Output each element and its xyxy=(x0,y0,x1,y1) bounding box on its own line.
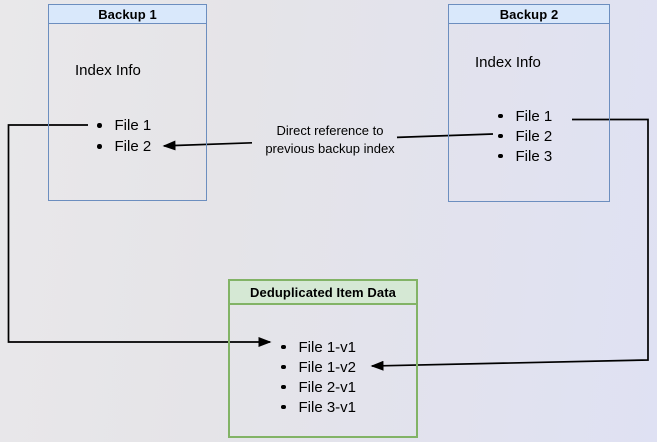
list-item: File 1-v2 xyxy=(281,357,356,377)
edge-label-direct-reference: Direct reference to previous backup inde… xyxy=(245,122,415,158)
file-label: File 1-v2 xyxy=(298,358,357,376)
list-item: File 2 xyxy=(498,126,552,146)
list-item: File 3-v1 xyxy=(281,397,356,417)
list-item: File 1-v1 xyxy=(281,337,356,357)
file-label: File 2 xyxy=(114,138,152,155)
bullet-icon xyxy=(97,123,102,128)
backup2-node: Backup 2 Index Info File 1 File 2 File 3 xyxy=(448,4,610,202)
dedup-file-list: File 1-v1 File 1-v2 File 2-v1 File 3-v1 xyxy=(281,337,356,417)
list-item: File 1 xyxy=(498,106,552,126)
edge-label-line2: previous backup index xyxy=(265,141,395,156)
bullet-icon xyxy=(97,144,102,149)
backup1-file-list: File 1 File 2 xyxy=(97,115,151,157)
file-label: File 1 xyxy=(114,117,152,134)
backup1-title: Backup 1 xyxy=(49,5,206,24)
list-item: File 3 xyxy=(498,146,552,166)
bullet-icon xyxy=(498,153,503,159)
edge-label-line1: Direct reference to xyxy=(276,123,384,138)
backup2-title: Backup 2 xyxy=(449,5,609,24)
dedup-title: Deduplicated Item Data xyxy=(230,281,416,305)
file-label: File 3 xyxy=(515,147,553,165)
backup2-subtitle: Index Info xyxy=(475,54,541,71)
list-item: File 2-v1 xyxy=(281,377,356,397)
bullet-icon xyxy=(281,344,286,350)
file-label: File 3-v1 xyxy=(298,398,357,416)
list-item: File 1 xyxy=(97,115,151,136)
file-label: File 2 xyxy=(515,127,553,145)
deduplicated-item-data-node: Deduplicated Item Data File 1-v1 File 1-… xyxy=(228,279,418,438)
list-item: File 2 xyxy=(97,136,151,157)
bullet-icon xyxy=(281,364,286,370)
file-label: File 1 xyxy=(515,107,553,125)
backup1-node: Backup 1 Index Info File 1 File 2 xyxy=(48,4,207,201)
bullet-icon xyxy=(498,133,503,139)
backup2-file-list: File 1 File 2 File 3 xyxy=(498,106,552,166)
file-label: File 2-v1 xyxy=(298,378,357,396)
bullet-icon xyxy=(498,113,503,119)
backup1-subtitle: Index Info xyxy=(75,62,141,79)
bullet-icon xyxy=(281,404,286,410)
bullet-icon xyxy=(281,384,286,390)
file-label: File 1-v1 xyxy=(298,338,357,356)
